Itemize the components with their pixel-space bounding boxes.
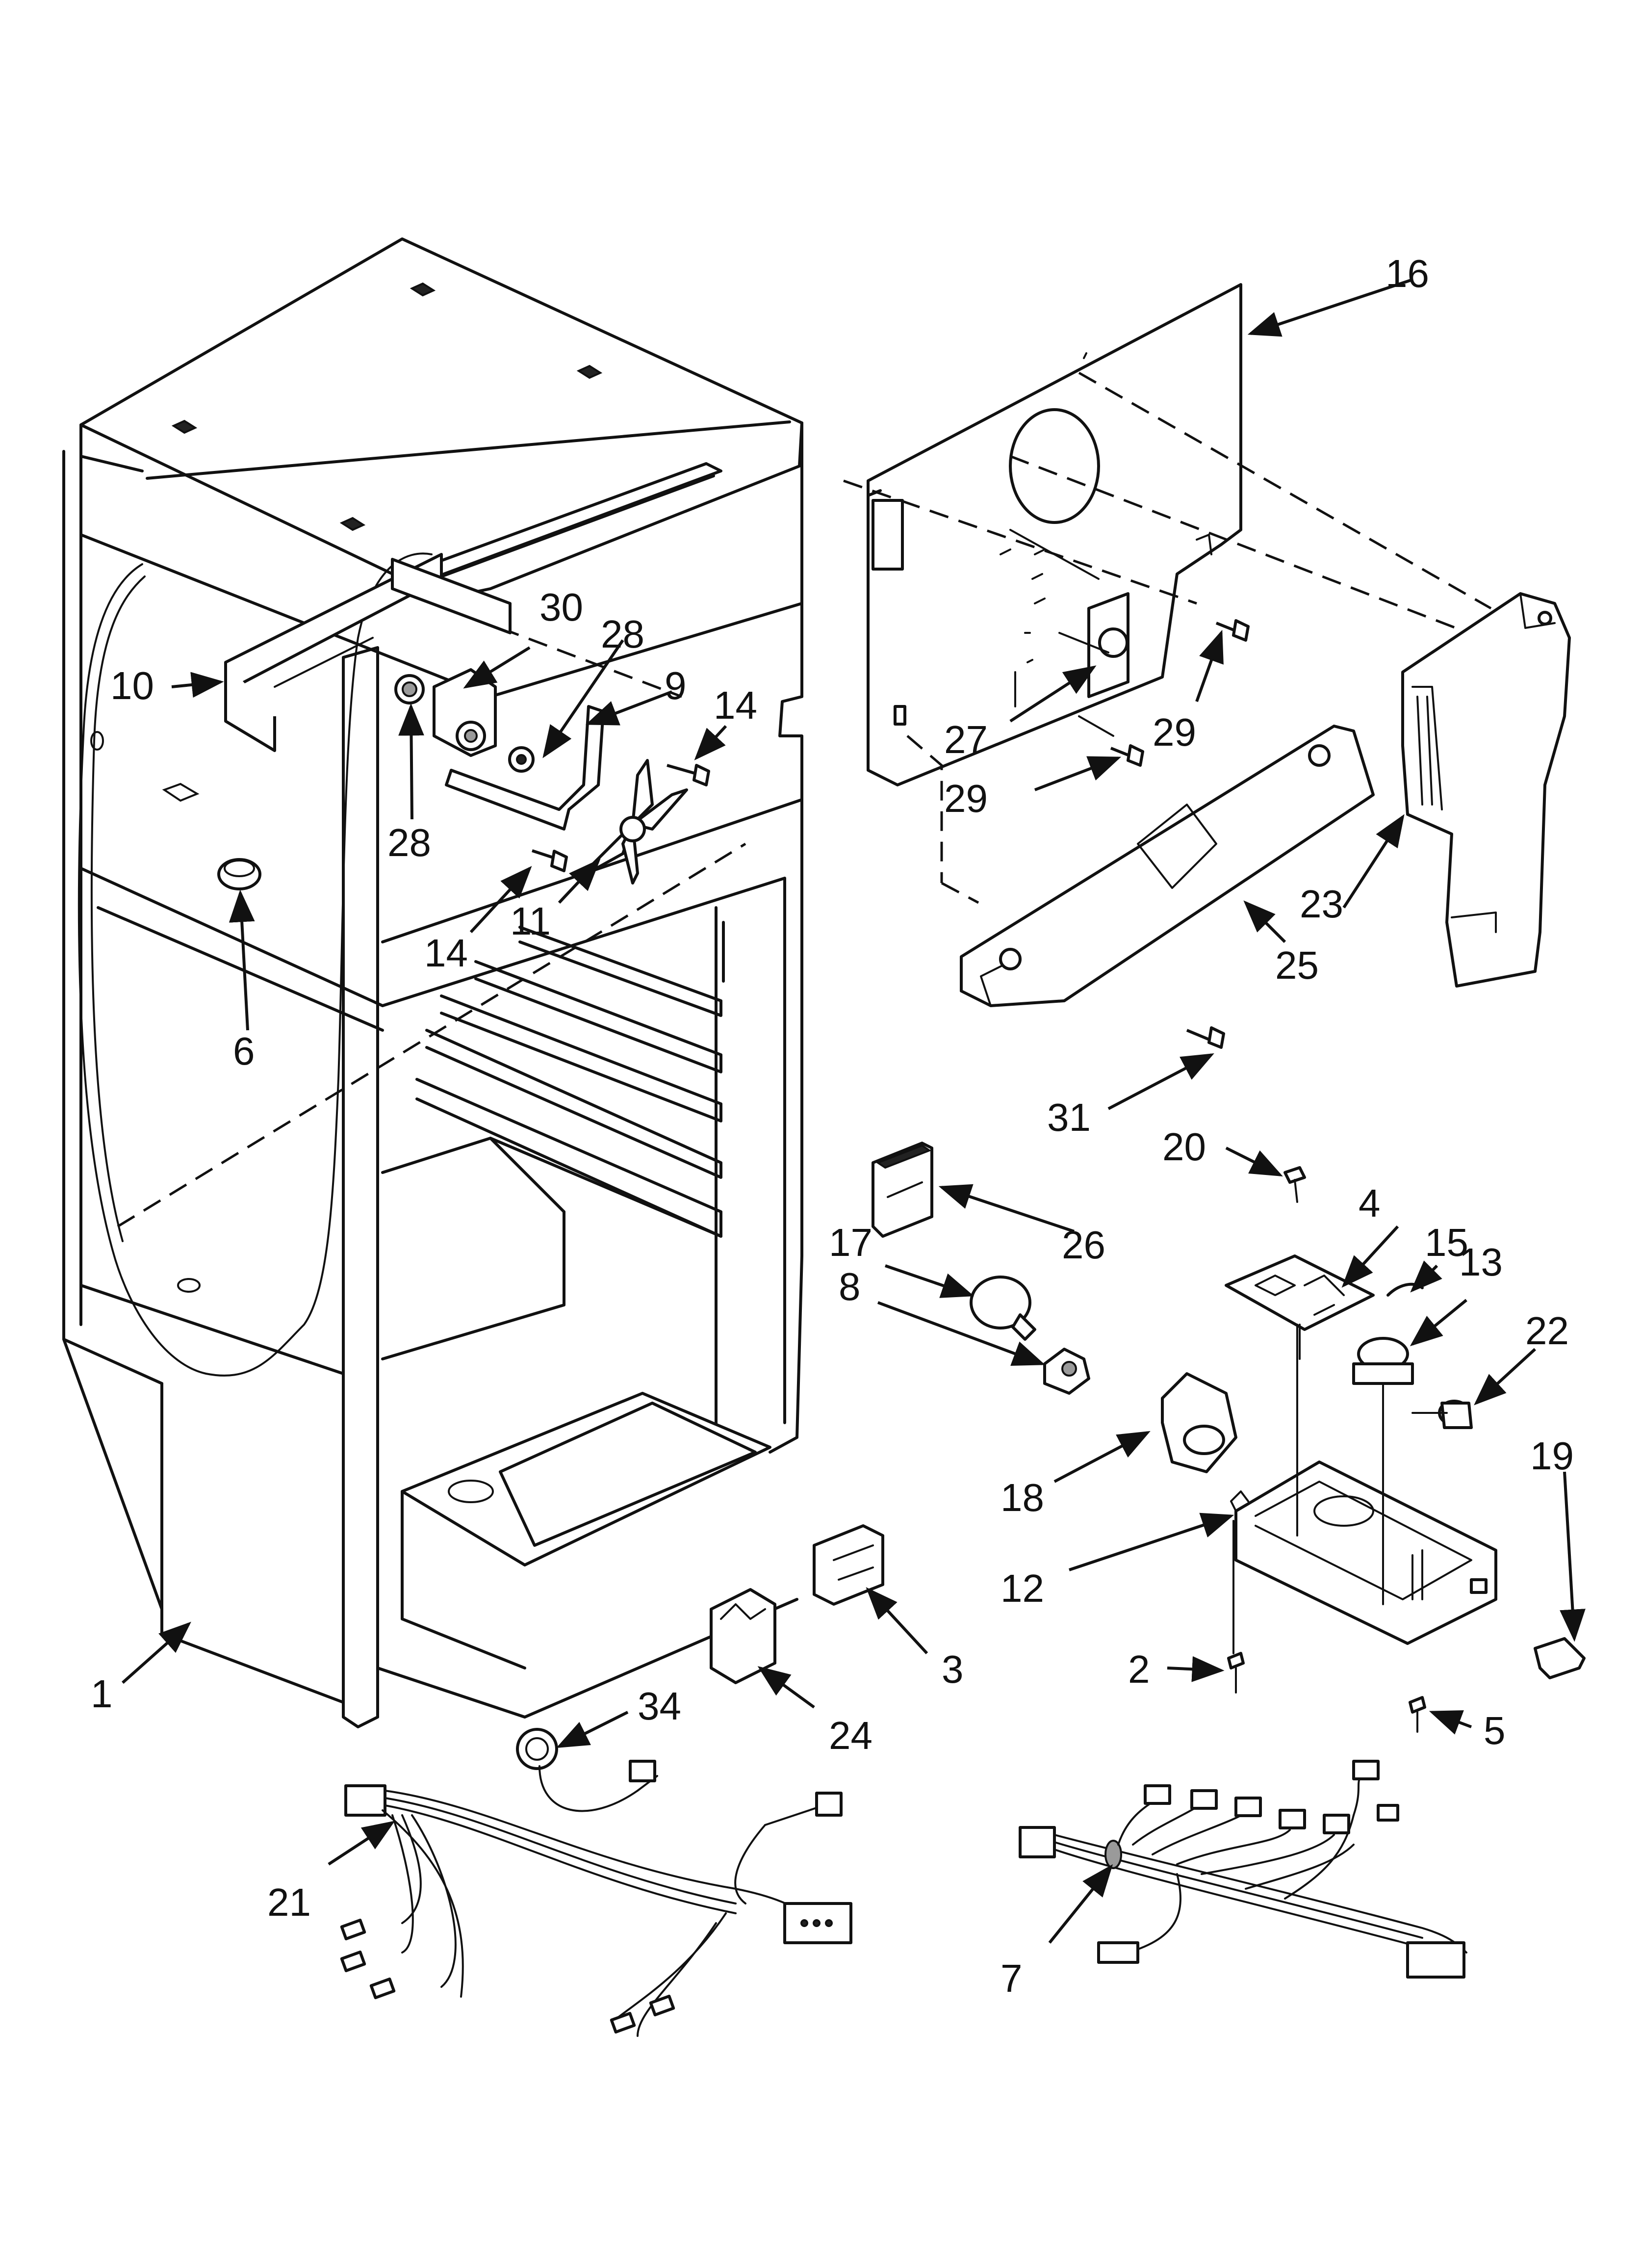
callout-10: 10	[110, 664, 154, 707]
grommet-part-28-right	[508, 746, 535, 773]
fan-motor-part-30	[433, 668, 497, 757]
screw-part-20	[1283, 1166, 1306, 1203]
screw-part-2	[1227, 1652, 1245, 1694]
switch-part-26	[872, 1142, 933, 1238]
callout-18: 18	[1001, 1476, 1044, 1519]
callout-7: 7	[1001, 1956, 1023, 2000]
rear-panel-part-16	[867, 283, 1242, 786]
callout-5: 5	[1484, 1709, 1506, 1752]
callout-19: 19	[1530, 1434, 1574, 1478]
callout-14a: 14	[714, 683, 757, 727]
socket-part-8	[1043, 1348, 1090, 1395]
callout-9: 9	[665, 664, 687, 707]
callout-28a: 28	[387, 821, 431, 864]
fan-cover-part-23	[1401, 592, 1571, 988]
callout-29b: 29	[944, 777, 988, 820]
connector-part-19	[1534, 1637, 1586, 1679]
callout-2: 2	[1128, 1647, 1150, 1691]
wire-harness-part-21	[340, 1728, 852, 2037]
wire-harness-part-7	[1019, 1760, 1467, 1979]
callout-20: 20	[1162, 1125, 1206, 1169]
callout-13: 13	[1459, 1240, 1503, 1284]
control-board-part-4	[1225, 1254, 1375, 1360]
screw-part-14-upper	[667, 764, 710, 786]
bracket-part-10	[224, 553, 512, 752]
screw-part-29-lower	[1110, 744, 1144, 767]
callout-labels: 1 2 3 4 5 6 7 8 9 10 11 12 13 14 14 15 1…	[91, 252, 1574, 2000]
relay-part-3	[813, 1524, 884, 1606]
callout-34: 34	[638, 1684, 681, 1728]
control-housing-part-25	[960, 725, 1375, 1007]
callout-26: 26	[1062, 1223, 1105, 1267]
callout-21: 21	[267, 1880, 311, 1924]
callout-29a: 29	[1153, 710, 1196, 754]
callout-30: 30	[539, 585, 583, 629]
leader-lines	[122, 278, 1586, 1944]
callout-31: 31	[1047, 1095, 1091, 1139]
lamp-cover-part-18	[1161, 1372, 1237, 1473]
screw-part-31	[1186, 1026, 1225, 1049]
control-box-part-12	[1230, 1460, 1497, 1645]
assembly-guide-lines	[1232, 1324, 1448, 1654]
callout-15: 15	[1425, 1221, 1468, 1264]
callout-11: 11	[510, 899, 551, 943]
overload-part-24	[710, 1588, 776, 1684]
cap-part-28-left	[394, 674, 425, 704]
callout-24: 24	[829, 1714, 872, 1757]
callout-17: 17	[829, 1221, 872, 1264]
thermostat-part-13	[1352, 1337, 1414, 1409]
callout-22: 22	[1525, 1309, 1569, 1353]
callout-4: 4	[1359, 1181, 1381, 1225]
mount-dashed-lines	[843, 371, 1545, 904]
callout-27: 27	[944, 718, 988, 761]
callout-1: 1	[91, 1672, 113, 1716]
light-bulb-part-17	[970, 1276, 1036, 1341]
callout-3: 3	[942, 1647, 964, 1691]
liner-cabinet	[62, 237, 803, 1728]
callout-28b: 28	[601, 612, 644, 656]
callout-8: 8	[839, 1265, 861, 1308]
screw-part-5	[1409, 1696, 1426, 1733]
screw-part-14-lower	[532, 849, 568, 872]
knob-part-22	[1438, 1400, 1473, 1429]
callout-12: 12	[1001, 1566, 1044, 1610]
plug-part-6	[217, 858, 261, 890]
callout-16: 16	[1385, 252, 1429, 295]
screw-part-29-upper	[1215, 619, 1250, 642]
callout-6: 6	[233, 1029, 255, 1073]
callout-14b: 14	[424, 931, 468, 975]
callout-23: 23	[1300, 882, 1343, 926]
callout-25: 25	[1275, 943, 1319, 987]
